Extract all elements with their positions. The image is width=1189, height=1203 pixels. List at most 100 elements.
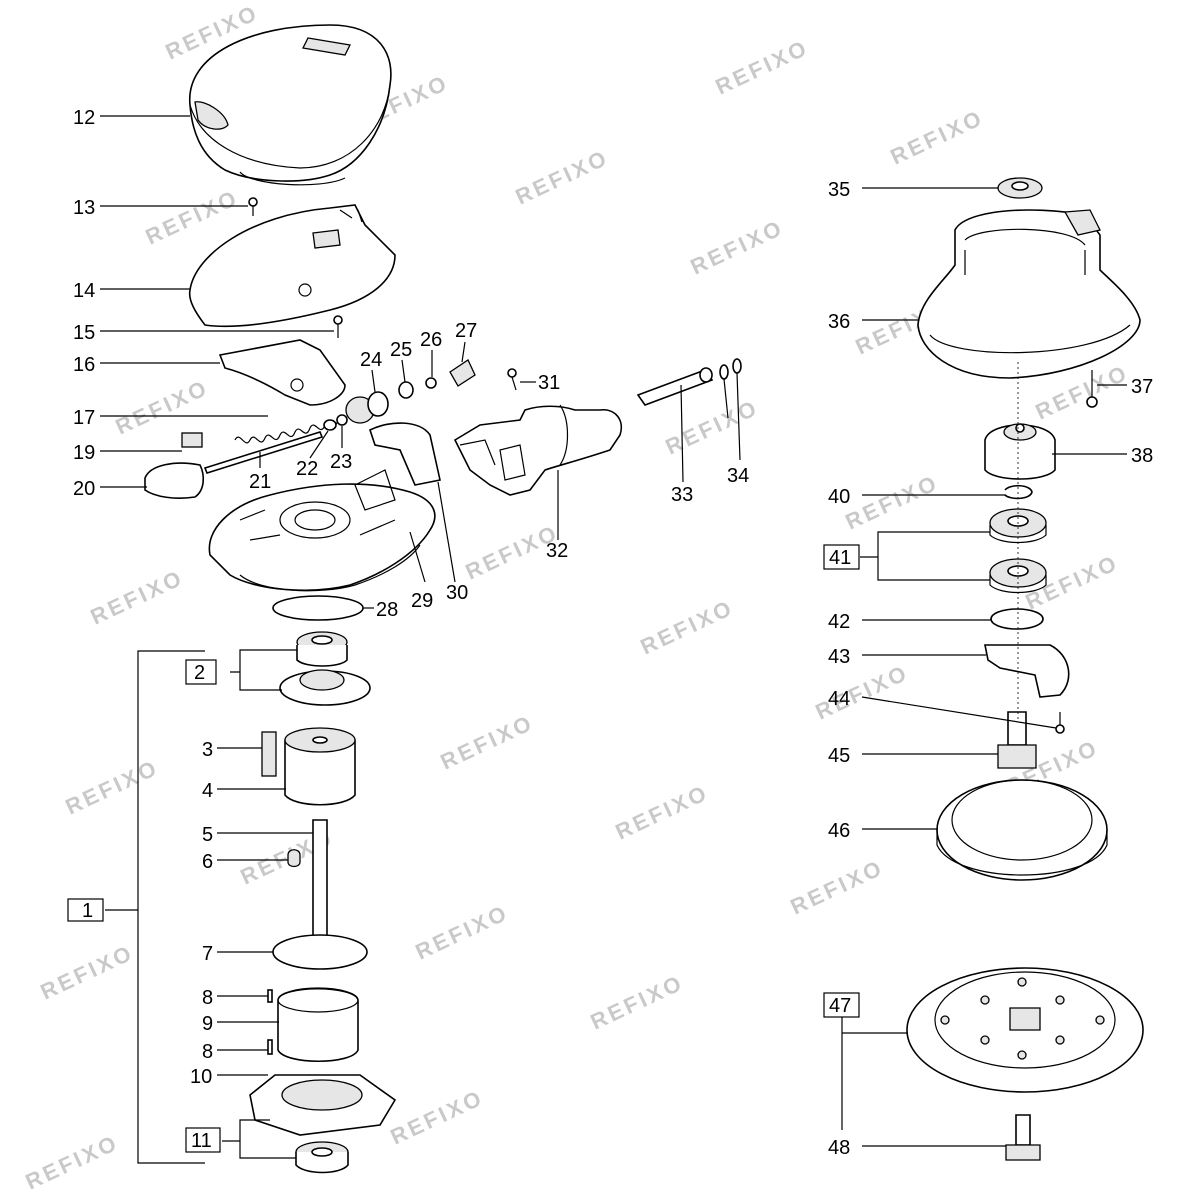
part-5-shaft [312,819,328,946]
part-44-screw [1055,712,1065,734]
part-3-brush [261,731,277,777]
part-23-ring [336,414,348,426]
part-31-screw [507,368,517,391]
part-11-bearing [295,1141,349,1174]
label-42: 42 [828,611,850,633]
label-47: 47 [829,995,851,1017]
part-36-housing [917,209,1141,379]
label-8: 8 [202,1041,213,1063]
watermark: REFIXO [142,185,243,250]
label-41-box [823,544,860,570]
label-38: 38 [1131,445,1153,467]
label-47-box [823,992,860,1018]
label-5: 5 [202,824,213,846]
part-47-pad [906,967,1144,1093]
label-31: 31 [538,372,560,394]
label-13: 13 [73,197,95,219]
label-11: 11 [191,1130,212,1152]
part-4-rotor [284,727,356,806]
label-23: 23 [330,451,352,473]
watermark: REFIXO [587,970,688,1035]
parts-right [906,177,1144,1161]
part-43-counterweight [984,644,1070,698]
label-6: 6 [202,851,213,873]
label-24: 24 [360,349,382,371]
label-1-box [67,898,104,922]
label-20: 20 [73,478,95,500]
watermark: REFIXO [687,215,788,280]
watermark: REFIXO [412,900,513,965]
part-7-disc [272,934,368,970]
label-2: 2 [194,662,205,684]
part-29-base-housing [208,469,436,592]
part-8-pin [267,1039,273,1055]
watermark: REFIXO [37,940,138,1005]
label-43: 43 [828,646,850,668]
label-34: 34 [727,465,749,487]
label-15: 15 [73,322,95,344]
part-42-ring [990,608,1044,630]
watermark: REFIXO [787,855,888,920]
part-27-spring [449,359,476,387]
label-9: 9 [202,1013,213,1035]
part-26-ring [425,377,437,389]
part-46-ring [936,779,1108,881]
label-32: 32 [546,540,568,562]
label-11-box [185,1127,221,1153]
label-45: 45 [828,745,850,767]
watermark: REFIXO [22,1130,123,1195]
label-3: 3 [202,739,213,761]
label-19: 19 [73,442,95,464]
part-24-gear [345,391,389,424]
label-4: 4 [202,780,213,802]
part-38-eccentric [984,423,1056,480]
watermark: REFIXO [512,145,613,210]
label-40: 40 [828,486,850,508]
part-45-bolt [997,711,1037,769]
part-21-rod [203,431,324,474]
label-28: 28 [376,599,398,621]
label-14: 14 [73,280,95,302]
label-36: 36 [828,311,850,333]
label-22: 22 [296,458,318,480]
part-25-spring [398,381,414,399]
part-16-switch-plate [218,339,346,406]
part-32-motor-housing [453,404,622,496]
part-15-screw [333,315,343,338]
watermark: REFIXO [387,1085,488,1150]
watermark: REFIXO [887,105,988,170]
label-26: 26 [420,329,442,351]
part-12-top-cover [189,24,392,186]
label-44: 44 [828,688,850,710]
watermark: REFIXO [112,375,213,440]
part-30-cover [369,422,441,486]
part-37-screw [1086,370,1098,408]
label-46: 46 [828,820,850,842]
label-37: 37 [1131,376,1153,398]
label-12: 12 [73,107,95,129]
label-41: 41 [829,547,851,569]
label-7: 7 [202,943,213,965]
watermark: REFIXO [842,470,943,535]
part-19-block [181,432,203,448]
label-1: 1 [82,900,93,922]
label-30: 30 [446,582,468,604]
part-6-key [287,849,301,868]
part-8-pin [267,989,273,1003]
label-33: 33 [671,484,693,506]
label-25: 25 [390,339,412,361]
part-48-screw [1005,1114,1041,1161]
part-14-cover-plate [188,204,396,328]
part-9-ring [277,987,359,1063]
label-16: 16 [73,354,95,376]
label-10: 10 [190,1066,212,1088]
watermark: REFIXO [437,710,538,775]
leader-lines [100,115,1127,1164]
watermark: REFIXO [612,780,713,845]
part-10-flange [249,1074,397,1136]
watermark: REFIXO [637,595,738,660]
watermark: REFIXO [812,660,913,725]
label-21: 21 [249,471,271,493]
part-2-hub [279,669,371,706]
label-2-box [185,659,217,685]
